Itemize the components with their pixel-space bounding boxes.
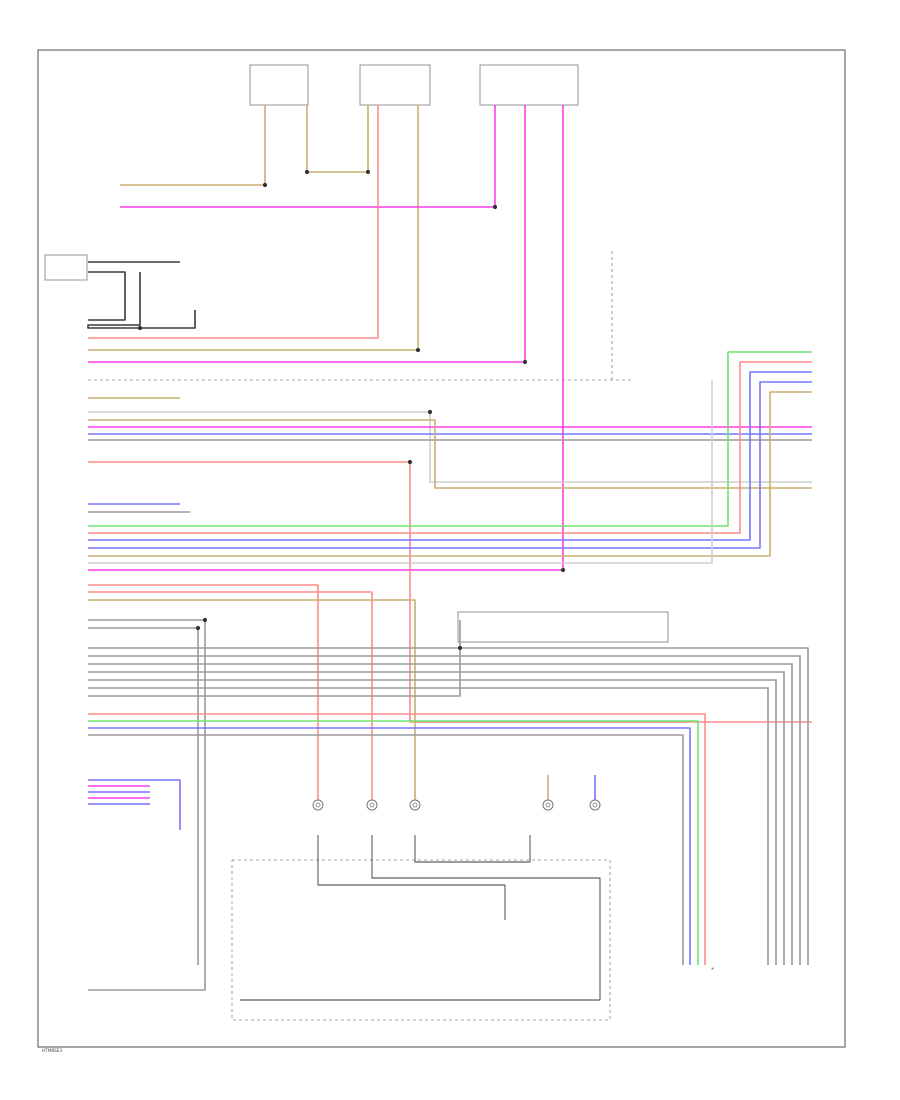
wire-gray-bus-5 [88, 663, 793, 965]
wire-harness [87, 105, 812, 1001]
wire-blue-small [88, 779, 181, 830]
speaker-terminal-4-core [592, 802, 598, 808]
speaker-terminal-1 [366, 799, 378, 811]
splice-dot-3 [415, 347, 421, 353]
connectors-and-splices [137, 169, 601, 811]
wire-red-right-1 [88, 713, 706, 965]
splice-dot-4 [492, 204, 498, 210]
speaker-terminal-0-core [315, 802, 321, 808]
wire-brown-sw [88, 599, 416, 805]
wire-gray-bus-8 [88, 687, 769, 965]
splice-dot-11 [195, 625, 201, 631]
spacer-2 [711, 967, 714, 970]
speaker-terminal-1-core [369, 802, 375, 808]
wire-red-long [88, 461, 812, 723]
wire-gray-bus-6 [88, 671, 785, 965]
wire-green-right [88, 720, 699, 965]
footer-code: HTMBSE3 [42, 1048, 62, 1053]
switch-panel-outline [231, 859, 611, 1021]
wire-red-loop [88, 361, 812, 534]
wire-white-long [88, 411, 812, 483]
switch-link-2 [371, 835, 601, 1000]
wire-gray-bus-2 [88, 627, 199, 965]
switch-link-3 [414, 835, 531, 863]
wire-brown-loop [88, 391, 812, 557]
wire-blue-loop-2 [88, 381, 812, 549]
speaker-terminal-4 [589, 799, 601, 811]
top-module-2 [359, 64, 431, 106]
splice-dot-1 [304, 169, 310, 175]
wire-top-u-brown [306, 105, 369, 173]
speaker-terminal-3 [542, 799, 554, 811]
top-module-1 [249, 64, 309, 106]
wire-blue-right [88, 727, 691, 965]
splice-dot-6 [560, 567, 566, 573]
splice-dot-9 [427, 409, 433, 415]
left-module-box [44, 254, 88, 281]
wire-gray-bus-3 [88, 647, 809, 965]
wire-blue-loop-1 [88, 371, 812, 541]
wire-gray-bus-7 [88, 679, 777, 965]
speaker-terminal-0 [312, 799, 324, 811]
wire-gray-bus-1 [88, 619, 206, 991]
splice-dot-2 [365, 169, 371, 175]
wire-top-left-brown [120, 105, 266, 186]
splice-dot-7 [137, 325, 143, 331]
wire-brown-long [88, 419, 812, 489]
wire-gray-to-module [88, 620, 461, 697]
splice-dot-5 [522, 359, 528, 365]
wire-black-3 [87, 272, 196, 329]
speaker-terminal-3-core [545, 802, 551, 808]
splice-dot-10 [202, 617, 208, 623]
splice-dot-12 [457, 645, 463, 651]
wire-red-sw-2 [88, 591, 373, 805]
component-outlines [44, 64, 714, 1021]
top-module-3 [479, 64, 579, 106]
diagram-border [37, 49, 846, 1048]
splice-dot-0 [262, 182, 268, 188]
right-mid-module [457, 611, 669, 643]
wire-red-sw-1 [88, 584, 319, 805]
wire-red-top [88, 105, 379, 339]
wire-white-loop [88, 380, 713, 564]
switch-link-1 [317, 835, 506, 920]
splice-dot-8 [407, 459, 413, 465]
speaker-terminal-2-core [412, 802, 418, 808]
wire-black-2 [88, 271, 126, 321]
wire-gray-right [88, 734, 684, 965]
speaker-terminal-2 [409, 799, 421, 811]
wire-green-loop [88, 351, 812, 527]
wire-gray-bus-4 [88, 655, 801, 965]
